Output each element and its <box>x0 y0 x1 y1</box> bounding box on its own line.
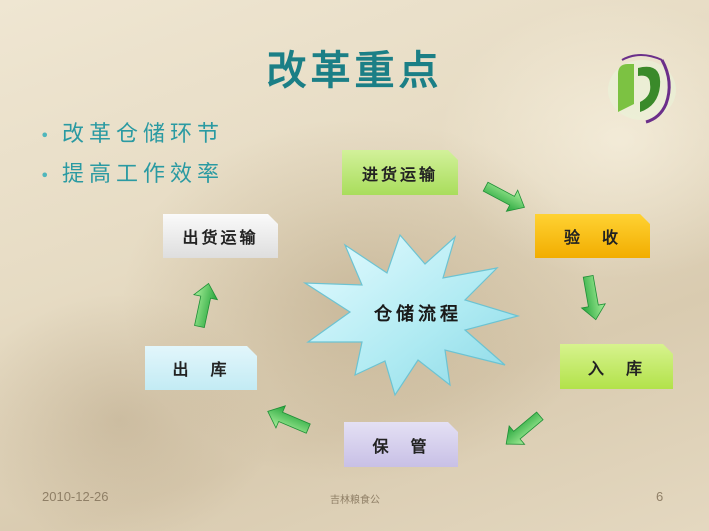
step-label: 出 库 <box>172 360 230 379</box>
step-outbound: 出 库 <box>145 346 257 390</box>
bullet-text: 改革仓储环节 <box>62 122 225 147</box>
footer-date: 2010-12-26 <box>42 489 109 504</box>
center-starburst <box>302 233 521 397</box>
arrow-incoming-to-inspection <box>479 175 531 219</box>
step-inspection: 验 收 <box>535 214 650 258</box>
step-incoming-transport: 进货运输 <box>342 150 458 195</box>
step-outgoing-transport: 出货运输 <box>163 214 278 258</box>
step-label: 保 管 <box>372 436 430 456</box>
arrow-outbound-to-outgoing <box>187 280 221 330</box>
slide-title: 改革重点 <box>266 47 443 94</box>
arrow-storage-to-outbound <box>262 399 314 441</box>
footer-center-text: 吉林粮食公 <box>330 495 380 506</box>
logo-icon <box>608 54 676 124</box>
page-number: 6 <box>656 489 664 504</box>
step-label: 入 库 <box>587 358 645 378</box>
bullet-text: 提高工作效率 <box>62 162 225 187</box>
step-warehousing: 入 库 <box>560 344 673 389</box>
bullet-item: • 改革仓储环节 <box>40 115 224 155</box>
step-storage: 保 管 <box>344 422 458 467</box>
center-label: 仓储流程 <box>374 304 462 325</box>
step-label: 出货运输 <box>182 228 259 247</box>
bullet-item: • 提高工作效率 <box>40 155 224 195</box>
arrow-inspection-to-warehousing <box>575 273 609 323</box>
arrow-warehousing-to-storage <box>498 406 548 454</box>
bullet-list: • 改革仓储环节 • 提高工作效率 <box>40 115 224 195</box>
step-label: 进货运输 <box>361 164 438 184</box>
bullet-dot-icon: • <box>40 166 55 185</box>
bullet-dot-icon: • <box>40 126 55 145</box>
step-label: 验 收 <box>563 228 621 247</box>
